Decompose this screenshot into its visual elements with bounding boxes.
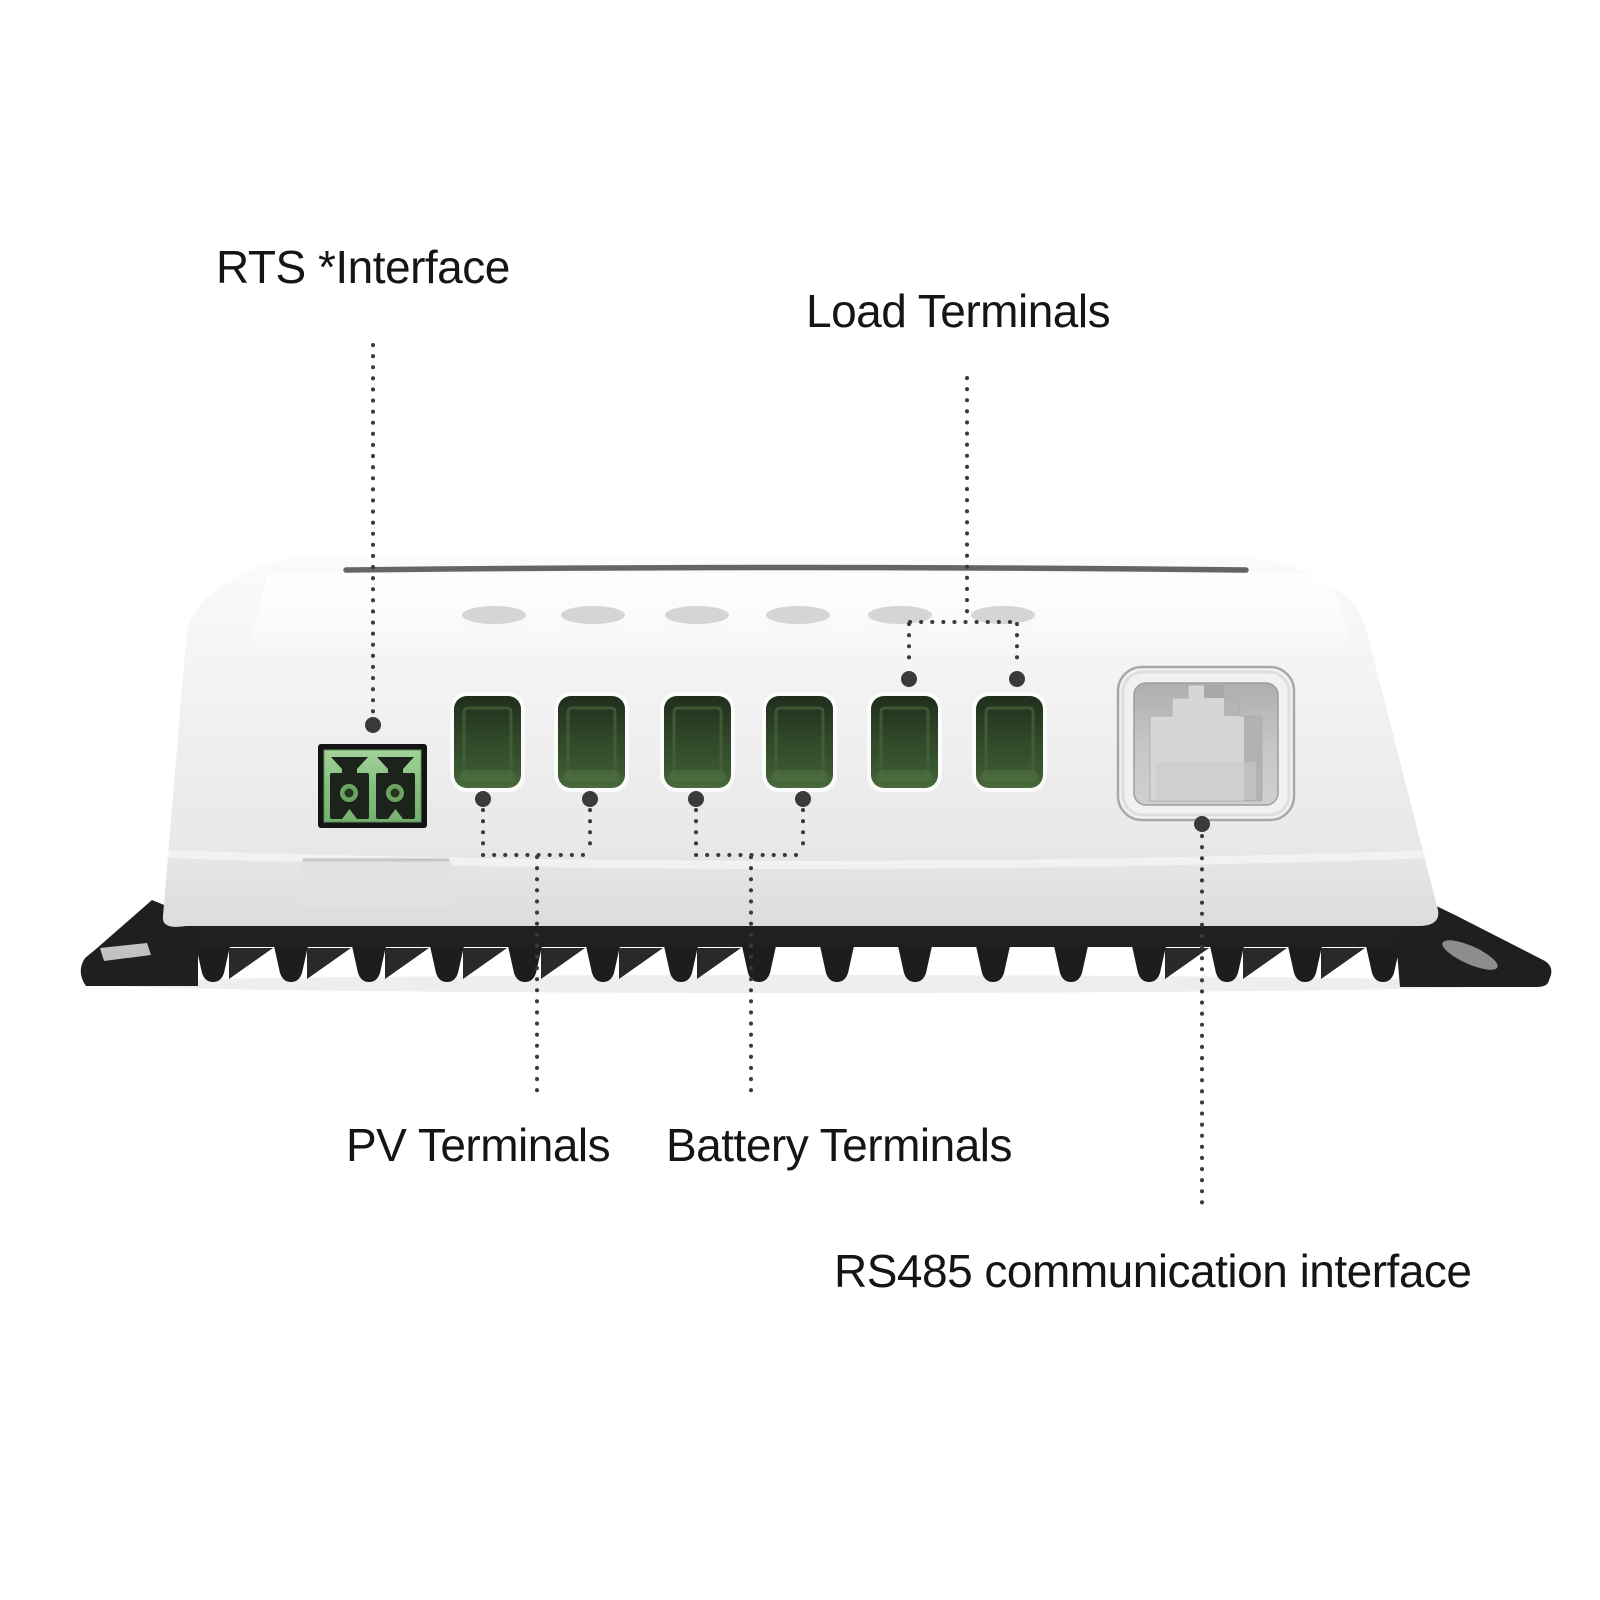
left-foot-slot — [100, 943, 151, 961]
terminal-port-load-2 — [972, 692, 1047, 792]
callout-dot-load-1 — [901, 671, 917, 687]
front-seam — [168, 850, 1434, 869]
vent-oval — [866, 606, 934, 631]
rts-interface-label: RTS *Interface — [216, 241, 510, 293]
vent-oval — [559, 606, 627, 631]
callout-dot-pv-1 — [475, 791, 491, 807]
terminal-port-pv-1 — [450, 692, 525, 792]
front-notch — [300, 858, 452, 906]
pv-terminals-label: PV Terminals — [346, 1119, 611, 1171]
rs485-interface-label: RS485 communication interface — [834, 1245, 1472, 1297]
top-vents — [460, 606, 1037, 631]
terminal-port-load-1 — [867, 692, 942, 792]
rts-pin-port — [376, 757, 415, 819]
right-foot-slot — [1442, 940, 1498, 970]
top-edge-line — [343, 564, 1249, 573]
rts-terminal-block — [318, 744, 427, 828]
terminal-port-pv-2 — [554, 692, 629, 792]
callout-line-load-bracket — [907, 620, 1019, 670]
rj45-port — [1116, 665, 1296, 822]
wire-terminals — [450, 692, 1047, 792]
callout-dots — [365, 671, 1210, 832]
callout-dot-load-2 — [1009, 671, 1025, 687]
callout-dot-rs485 — [1194, 816, 1210, 832]
load-terminals-label: Load Terminals — [806, 285, 1111, 337]
ground-shadow — [100, 975, 1520, 993]
callout-line-pv — [481, 808, 592, 1094]
terminal-port-battery-2 — [762, 692, 837, 792]
callout-dot-battery-1 — [688, 791, 704, 807]
rts-pin-port — [330, 757, 369, 819]
vent-oval — [460, 606, 528, 631]
terminal-port-battery-1 — [660, 692, 735, 792]
callout-dot-battery-2 — [795, 791, 811, 807]
right-mounting-foot — [1396, 902, 1552, 987]
vent-oval — [969, 606, 1037, 631]
callout-dot-pv-2 — [582, 791, 598, 807]
battery-terminals-label: Battery Terminals — [666, 1119, 1013, 1171]
callout-lines — [371, 343, 1204, 1207]
vent-oval — [764, 606, 832, 631]
callout-line-battery — [694, 808, 805, 1094]
callout-dot-rts — [365, 717, 381, 733]
vent-oval — [663, 606, 731, 631]
